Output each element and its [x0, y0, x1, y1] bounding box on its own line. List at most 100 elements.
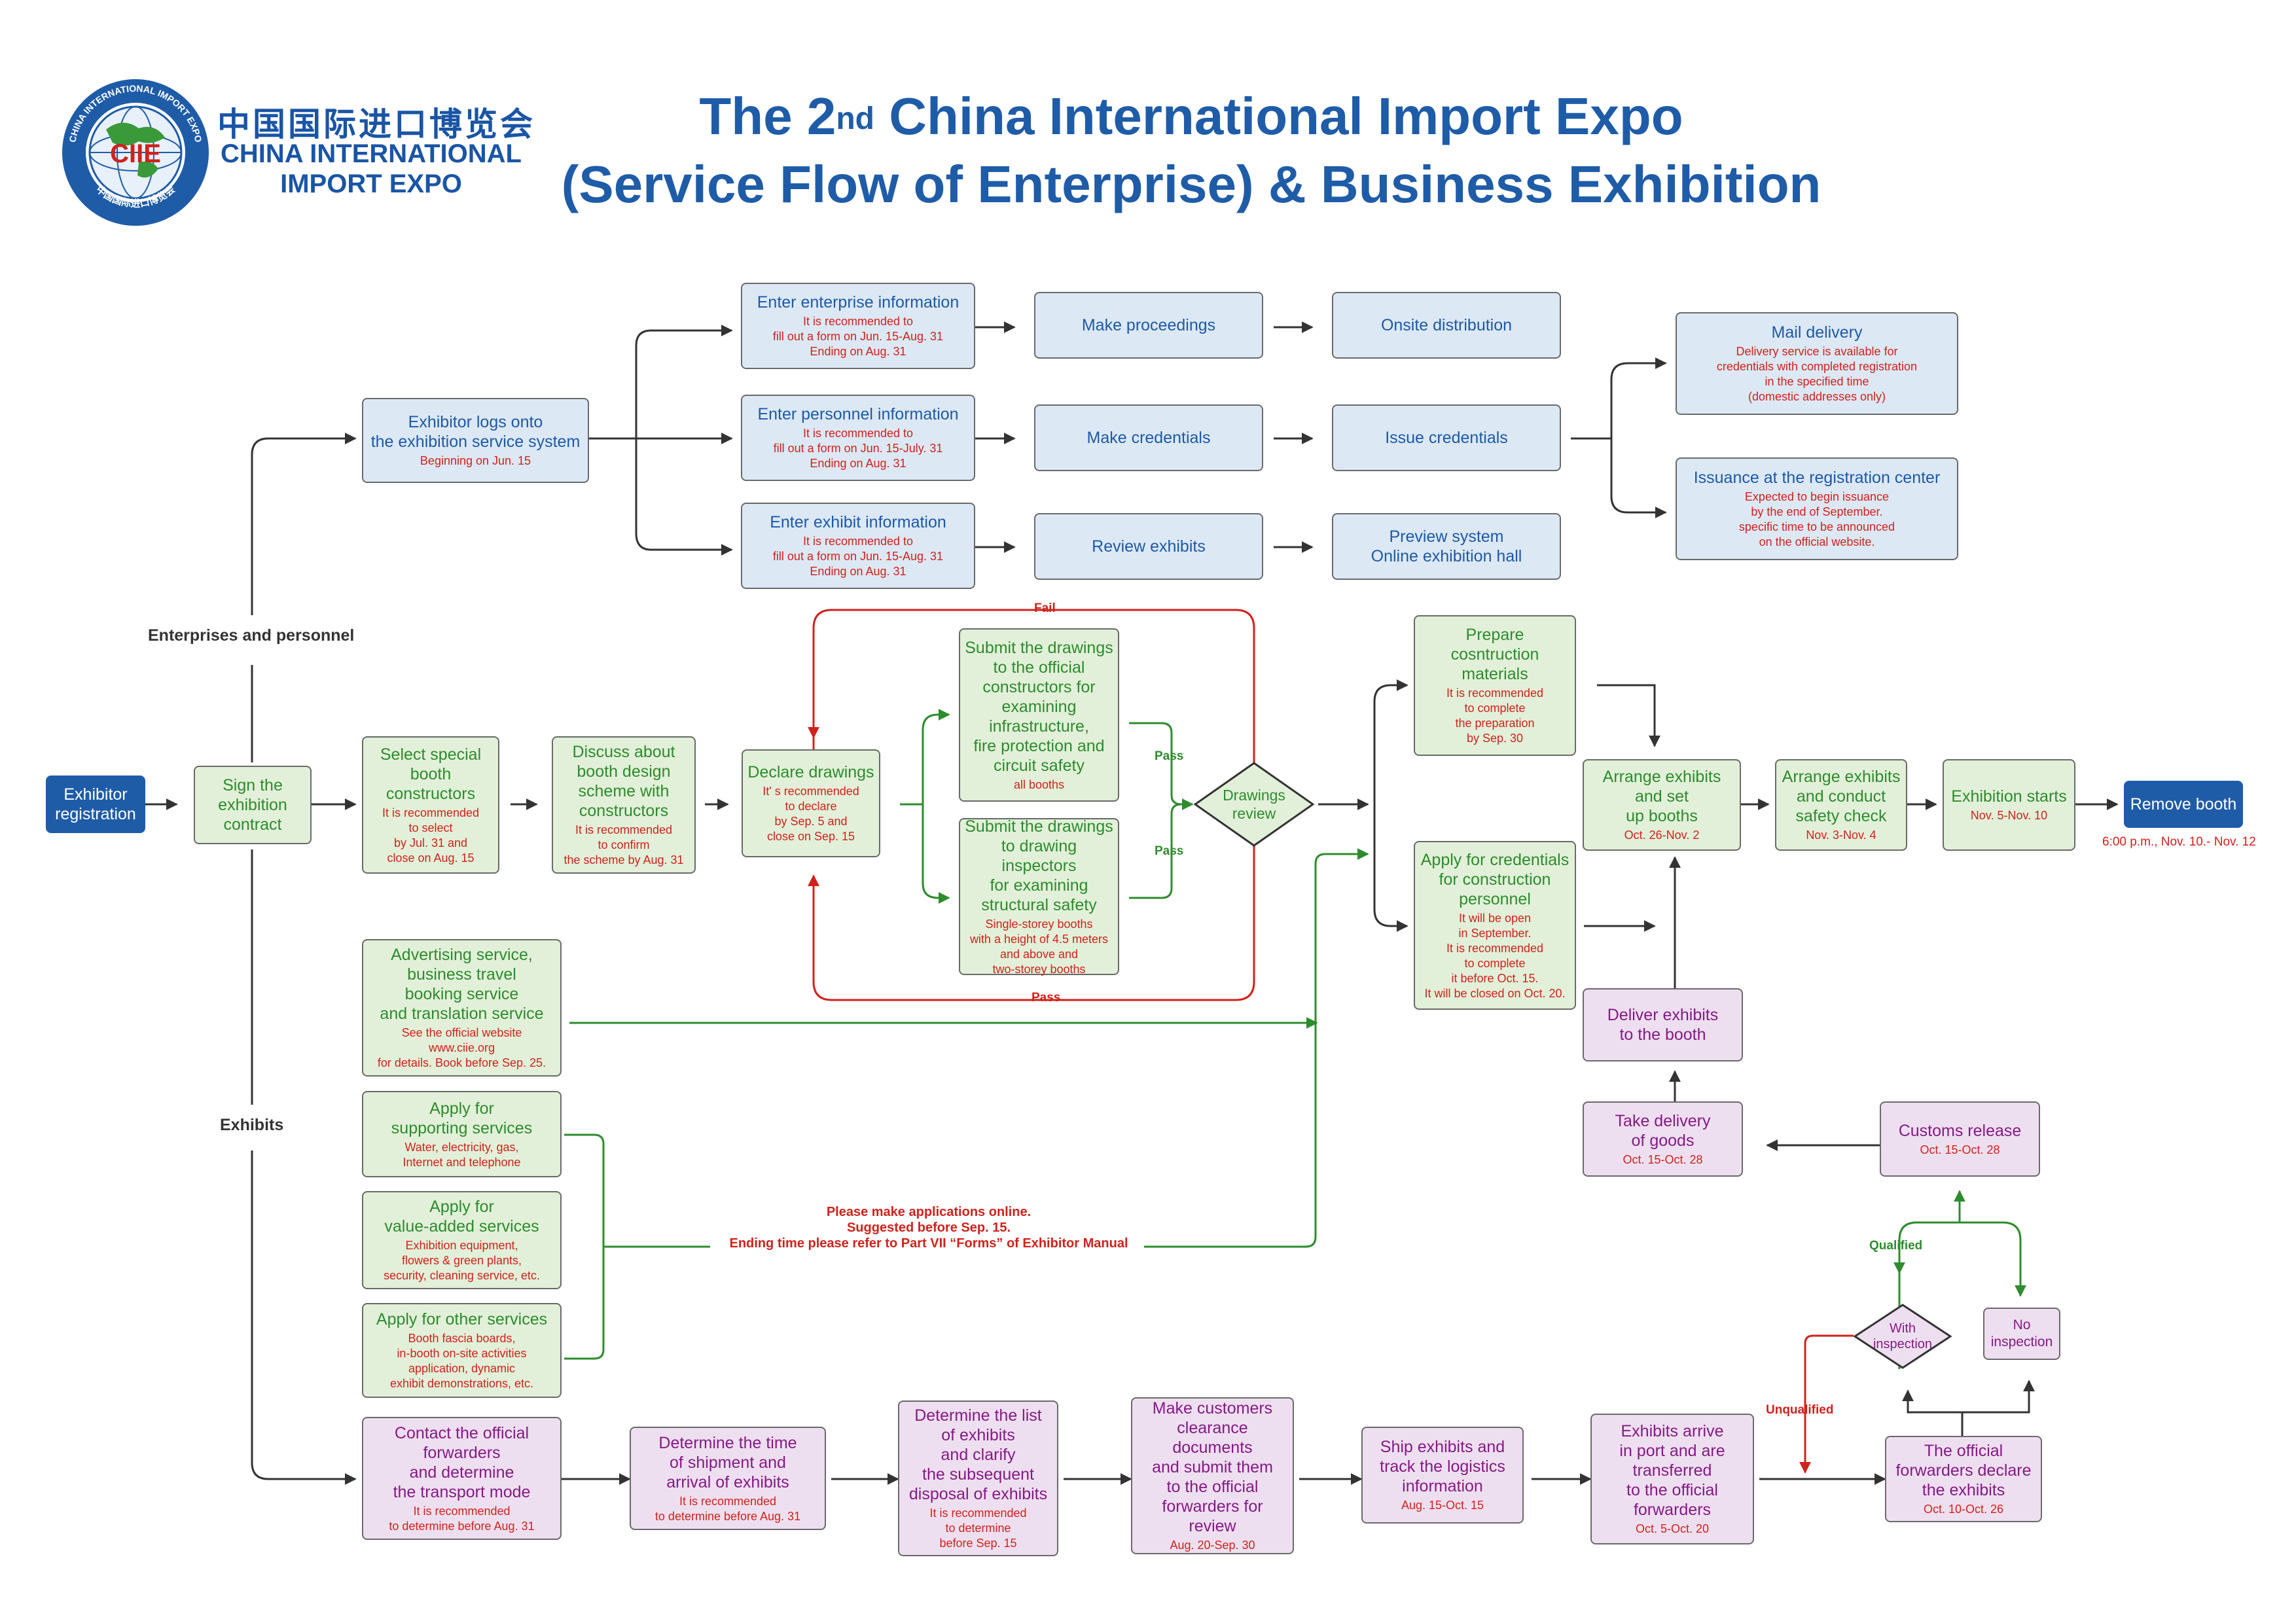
arrive-port-box[interactable]: Exhibits arrive in port and are transfer…: [1590, 1414, 1754, 1544]
box-title: Enter personnel information: [757, 405, 959, 423]
box-note: Oct. 15-Oct. 28: [1623, 1152, 1703, 1166]
box-note: It is recommended to determine before Au…: [389, 1504, 535, 1533]
customs-documents-box[interactable]: Make customers clearance documents and s…: [1131, 1397, 1294, 1554]
box-note: Nov. 5-Nov. 10: [1970, 809, 2048, 822]
box-title: Exhibition starts: [1951, 787, 2067, 806]
mail-delivery-box[interactable]: Mail delivery Delivery service is availa…: [1676, 312, 1958, 415]
value-added-box[interactable]: Apply for value-added services Exhibitio…: [362, 1191, 562, 1289]
title-sup: nd: [836, 101, 874, 136]
exhibit-list-box[interactable]: Determine the list of exhibits and clari…: [898, 1400, 1058, 1556]
diamond-label: Drawings review: [1223, 787, 1285, 822]
page-title: The 2nd China International Import Expo: [550, 85, 1833, 148]
box-title: Sign the exhibition contract: [218, 776, 287, 834]
box-note: all booths: [1013, 777, 1065, 791]
prepare-materials-box[interactable]: Prepare cosntruction materials It is rec…: [1414, 615, 1576, 756]
onsite-distribution-box[interactable]: Onsite distribution: [1332, 292, 1561, 359]
qualified-label: Qualified: [1869, 1239, 1923, 1253]
submit-inspectors-box[interactable]: Submit the drawings to drawing inspector…: [959, 817, 1119, 976]
box-title: Preview system Online exhibition hall: [1371, 527, 1522, 565]
make-credentials-box[interactable]: Make credentials: [1034, 404, 1263, 471]
box-title: Submit the drawings to the official cons…: [965, 638, 1113, 775]
submit-official-box[interactable]: Submit the drawings to the official cons…: [959, 628, 1119, 802]
box-title: Arrange exhibits and set up booths: [1602, 768, 1721, 825]
deliver-booth-box[interactable]: Deliver exhibits to the booth: [1583, 988, 1743, 1061]
enter-exhibit-box[interactable]: Enter exhibit information It is recommen…: [741, 503, 975, 589]
exhibition-starts-box[interactable]: Exhibition starts Nov. 5-Nov. 10: [1943, 759, 2075, 851]
forwarders-declare-box[interactable]: The official forwarders declare the exhi…: [1885, 1436, 2042, 1522]
section-label-enterprises: Enterprises and personnel: [148, 626, 355, 645]
ship-track-box[interactable]: Ship exhibits and track the logistics in…: [1361, 1427, 1524, 1524]
title-prefix: The 2: [699, 87, 836, 145]
logo-english-name: CHINA INTERNATIONAL IMPORT EXPO: [217, 139, 525, 199]
pass-label-lower: Pass: [1155, 844, 1184, 858]
contact-forwarders-box[interactable]: Contact the official forwarders and dete…: [362, 1417, 562, 1540]
logo-english-line2: IMPORT EXPO: [280, 169, 462, 198]
box-title: Submit the drawings to drawing inspector…: [965, 817, 1113, 914]
exhibitor-registration-box[interactable]: Exhibitor registration: [46, 776, 145, 833]
box-title: Take delivery of goods: [1615, 1111, 1711, 1150]
other-services-box[interactable]: Apply for other services Booth fascia bo…: [362, 1303, 562, 1398]
box-note: It is recommended to fill out a form on …: [773, 427, 943, 470]
box-note: It is recommended to complete the prepar…: [1446, 687, 1544, 745]
make-proceedings-box[interactable]: Make proceedings: [1034, 292, 1263, 359]
arrange-safety-box[interactable]: Arrange exhibits and conduct safety chec…: [1775, 759, 1907, 851]
box-title: Advertising service, business travel boo…: [380, 946, 544, 1023]
box-title: Select special booth constructors: [380, 745, 482, 803]
preview-system-box[interactable]: Preview system Online exhibition hall: [1332, 513, 1561, 580]
box-title: Remove booth: [2130, 795, 2237, 813]
unqualified-label: Unqualified: [1766, 1403, 1834, 1417]
box-title: Ship exhibits and track the logistics in…: [1380, 1438, 1505, 1495]
ciie-logo: CIIE CHINA INTERNATIONAL IMPORT EXPO 中国国…: [62, 79, 209, 226]
take-delivery-box[interactable]: Take delivery of goods Oct. 15-Oct. 28: [1583, 1101, 1743, 1177]
box-title: Deliver exhibits to the booth: [1607, 1006, 1719, 1044]
box-title: Onsite distribution: [1380, 316, 1513, 334]
arrange-setup-box[interactable]: Arrange exhibits and set up booths Oct. …: [1583, 759, 1741, 851]
box-note: It is recommended to confirm the scheme …: [564, 823, 684, 866]
advertising-box[interactable]: Advertising service, business travel boo…: [362, 939, 562, 1077]
customs-release-box[interactable]: Customs release Oct. 15-Oct. 28: [1880, 1101, 2040, 1177]
select-constructors-box[interactable]: Select special booth constructors It is …: [362, 736, 499, 874]
box-title: Issuance at the registration center: [1693, 469, 1941, 487]
diamond-shape: [1854, 1304, 1952, 1369]
diamond-label: With inspection: [1873, 1321, 1933, 1351]
section-label-exhibits: Exhibits: [220, 1116, 284, 1134]
review-exhibits-box[interactable]: Review exhibits: [1034, 513, 1263, 580]
box-note: It is recommended to fill out a form on …: [772, 535, 944, 578]
svg-text:CIIE: CIIE: [110, 139, 161, 168]
box-note: Oct. 5-Oct. 20: [1635, 1522, 1710, 1535]
box-title: Make customers clearance documents and s…: [1152, 1399, 1273, 1535]
title-rest: China International Import Expo: [874, 87, 1683, 145]
box-note: It is recommended to determine before Au…: [655, 1494, 801, 1523]
with-inspection-diamond[interactable]: With inspection: [1854, 1304, 1952, 1369]
box-note: Oct. 15-Oct. 28: [1920, 1143, 2000, 1156]
issuance-center-box[interactable]: Issuance at the registration center Expe…: [1676, 457, 1958, 560]
no-inspection-box[interactable]: No inspection: [1983, 1308, 2060, 1360]
box-title: Apply for credentials for construction p…: [1420, 850, 1570, 908]
box-note: Aug. 15-Oct. 15: [1401, 1499, 1484, 1512]
box-title: Discuss about booth design scheme with c…: [572, 743, 675, 820]
box-note: See the official website www.ciie.org fo…: [377, 1026, 547, 1069]
enter-personnel-box[interactable]: Enter personnel information It is recomm…: [741, 395, 975, 481]
declare-drawings-box[interactable]: Declare drawings It' s recommended to de…: [742, 749, 880, 857]
box-title: Apply for other services: [376, 1310, 548, 1329]
enter-enterprise-box[interactable]: Enter enterprise information It is recom…: [741, 283, 975, 369]
logon-box[interactable]: Exhibitor logs onto the exhibition servi…: [362, 398, 589, 483]
shipment-time-box[interactable]: Determine the time of shipment and arriv…: [630, 1427, 826, 1530]
drawings-review-diamond[interactable]: Drawings review: [1194, 762, 1314, 847]
box-title: No inspection: [1990, 1317, 2053, 1349]
box-note: Single-storey booths with a height of 4.…: [969, 917, 1109, 976]
box-note: Water, electricity, gas, Internet and te…: [403, 1140, 521, 1169]
remove-booth-box[interactable]: Remove booth: [2124, 781, 2243, 828]
issue-credentials-box[interactable]: Issue credentials: [1332, 404, 1561, 471]
box-note: Aug. 20-Sep. 30: [1170, 1539, 1255, 1552]
logo-english-line1: CHINA INTERNATIONAL: [221, 139, 522, 168]
box-title: Make credentials: [1086, 429, 1211, 447]
box-title: The official forwarders declare the exhi…: [1895, 1442, 2032, 1499]
box-title: Exhibitor logs onto the exhibition servi…: [370, 413, 581, 451]
discuss-design-box[interactable]: Discuss about booth design scheme with c…: [552, 736, 696, 874]
supporting-services-box[interactable]: Apply for supporting services Water, ele…: [362, 1091, 562, 1177]
apply-credentials-personnel-box[interactable]: Apply for credentials for construction p…: [1414, 841, 1576, 1010]
box-title: Make proceedings: [1081, 316, 1216, 334]
box-title: Customs release: [1898, 1121, 2022, 1140]
sign-contract-box[interactable]: Sign the exhibition contract: [194, 766, 312, 844]
